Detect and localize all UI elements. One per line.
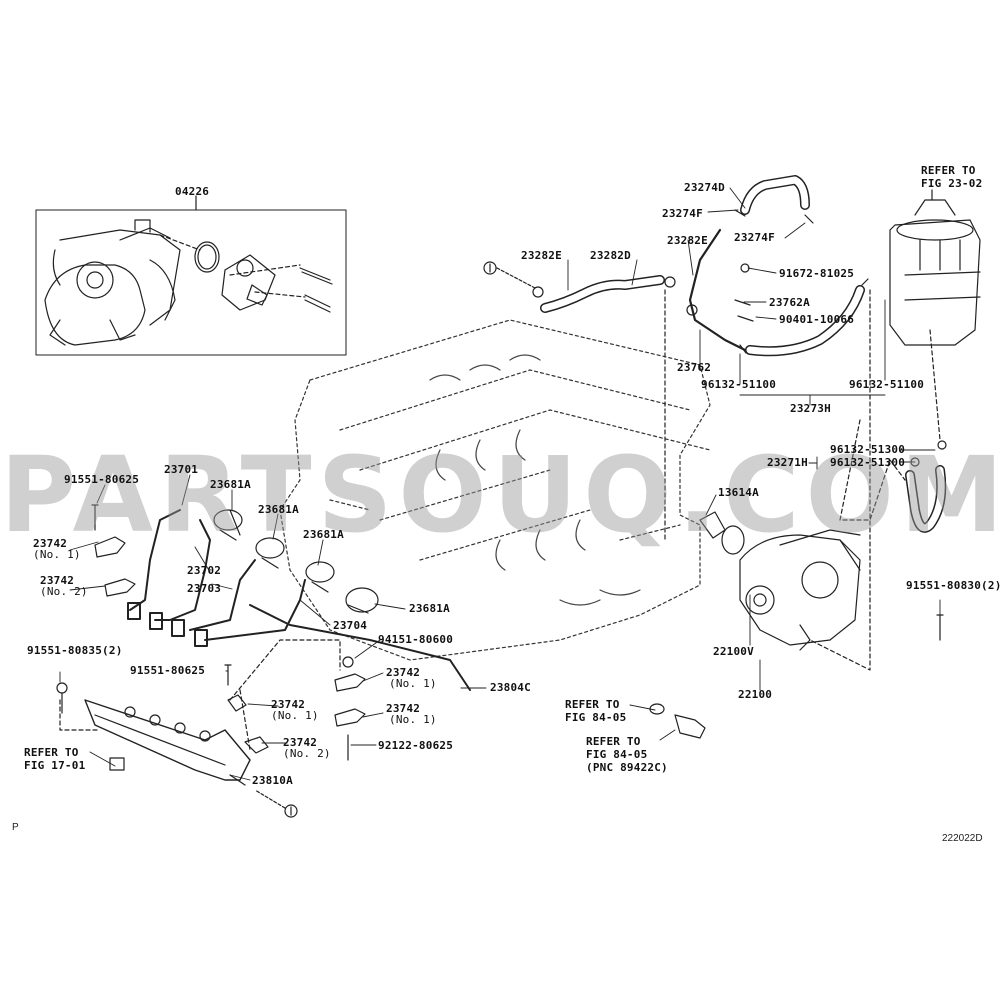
part-label-23810A[interactable]: 23810A [252, 774, 293, 787]
refer-label: REFER TO [921, 164, 976, 177]
part-label-23681A[interactable]: 23681A [210, 478, 251, 491]
engine-block-outline [279, 319, 711, 661]
injection-pipes [127, 509, 471, 691]
part-label-04226[interactable]: 04226 [175, 185, 210, 198]
fuel-temp-sensor [649, 703, 706, 739]
part-sublabel-no2: (No. 2) [283, 747, 331, 760]
common-rail [56, 682, 251, 786]
reference-lines-right [664, 289, 941, 671]
part-label-91551-80625[interactable]: 91551-80625 [64, 473, 140, 486]
part-label-23282D[interactable]: 23282D [590, 249, 631, 262]
refer-pnc-89422C: (PNC 89422C) [586, 761, 668, 774]
part-label-23282E[interactable]: 23282E [667, 234, 708, 247]
part-label-23742[interactable]: 23742 [33, 537, 68, 550]
part-label-91672-81025[interactable]: 91672-81025 [779, 267, 855, 280]
pipe-clamps [94, 536, 366, 754]
engine-block-details [429, 354, 641, 606]
pipe-23762 [686, 228, 754, 352]
watermark: PARTSOUQ.COM [0, 434, 1000, 556]
refer-fig-84-05[interactable]: FIG 84-05 [565, 711, 627, 724]
part-label-23703[interactable]: 23703 [187, 582, 222, 595]
part-label-96132-51300[interactable]: 96132-51300 [830, 443, 906, 456]
part-sublabel-no1: (No. 1) [271, 709, 319, 722]
circled-reference-markers [254, 261, 536, 818]
part-label-96132-51100[interactable]: 96132-51100 [849, 378, 925, 391]
part-label-23274D[interactable]: 23274D [684, 181, 725, 194]
part-label-23804C[interactable]: 23804C [490, 681, 531, 694]
refer-label: REFER TO [565, 698, 620, 711]
part-label-23274F[interactable]: 23274F [734, 231, 775, 244]
refer-fig-17-01[interactable]: FIG 17-01 [24, 759, 86, 772]
part-label-23762[interactable]: 23762 [677, 361, 712, 374]
part-label-90401-10066[interactable]: 90401-10066 [779, 313, 855, 326]
part-label-23742[interactable]: 23742 [40, 574, 75, 587]
part-label-23681A[interactable]: 23681A [409, 602, 450, 615]
part-label-23282E[interactable]: 23282E [521, 249, 562, 262]
part-label-23271H[interactable]: 23271H [767, 456, 808, 469]
part-label-23701[interactable]: 23701 [164, 463, 199, 476]
hose-23273H [739, 278, 869, 357]
part-label-92122-80625[interactable]: 92122-80625 [378, 739, 454, 752]
part-sublabel-no2: (No. 2) [40, 585, 88, 598]
connector-sleeves [213, 509, 379, 614]
part-sublabel-no1: (No. 1) [33, 548, 81, 561]
part-label-23742[interactable]: 23742 [283, 736, 318, 749]
figure-code: 222022D [942, 833, 983, 844]
part-label-23274F[interactable]: 23274F [662, 207, 703, 220]
hose-23274D [734, 175, 814, 224]
part-label-23742[interactable]: 23742 [386, 702, 421, 715]
refer-fig-23-02[interactable]: FIG 23-02 [921, 177, 983, 190]
part-label-23681A[interactable]: 23681A [258, 503, 299, 516]
refer-fig-84-05[interactable]: FIG 84-05 [586, 748, 648, 761]
fuel-filter [889, 189, 981, 346]
reference-lines-left [59, 639, 341, 751]
part-label-23681A[interactable]: 23681A [303, 528, 344, 541]
part-label-91551-80625[interactable]: 91551-80625 [130, 664, 206, 677]
part-label-91551-80835[interactable]: 91551-80835(2) [27, 644, 123, 657]
supply-pump [699, 511, 861, 651]
refer-label: REFER TO [24, 746, 79, 759]
part-label-94151-80600[interactable]: 94151-80600 [378, 633, 454, 646]
refer-label: REFER TO [586, 735, 641, 748]
part-label-23273H[interactable]: 23273H [790, 402, 831, 415]
part-label-96132-51300[interactable]: 96132-51300 [830, 456, 906, 469]
part-label-23742[interactable]: 23742 [271, 698, 306, 711]
corner-mark-left: P [12, 822, 19, 833]
part-label-22100V[interactable]: 22100V [713, 645, 754, 658]
part-label-23762A[interactable]: 23762A [769, 296, 810, 309]
part-label-23742[interactable]: 23742 [386, 666, 421, 679]
part-label-13614A[interactable]: 13614A [718, 486, 759, 499]
part-label-96132-51100[interactable]: 96132-51100 [701, 378, 777, 391]
hose-23282D [532, 275, 676, 313]
part-label-22100[interactable]: 22100 [738, 688, 773, 701]
part-sublabel-no1: (No. 1) [389, 713, 437, 726]
leader-lines [59, 187, 941, 781]
part-label-23704[interactable]: 23704 [333, 619, 368, 632]
pump-assembly-box [35, 195, 347, 356]
part-label-23702[interactable]: 23702 [187, 564, 222, 577]
part-label-91551-80830[interactable]: 91551-80830(2) [906, 579, 1000, 592]
part-sublabel-no1: (No. 1) [389, 677, 437, 690]
